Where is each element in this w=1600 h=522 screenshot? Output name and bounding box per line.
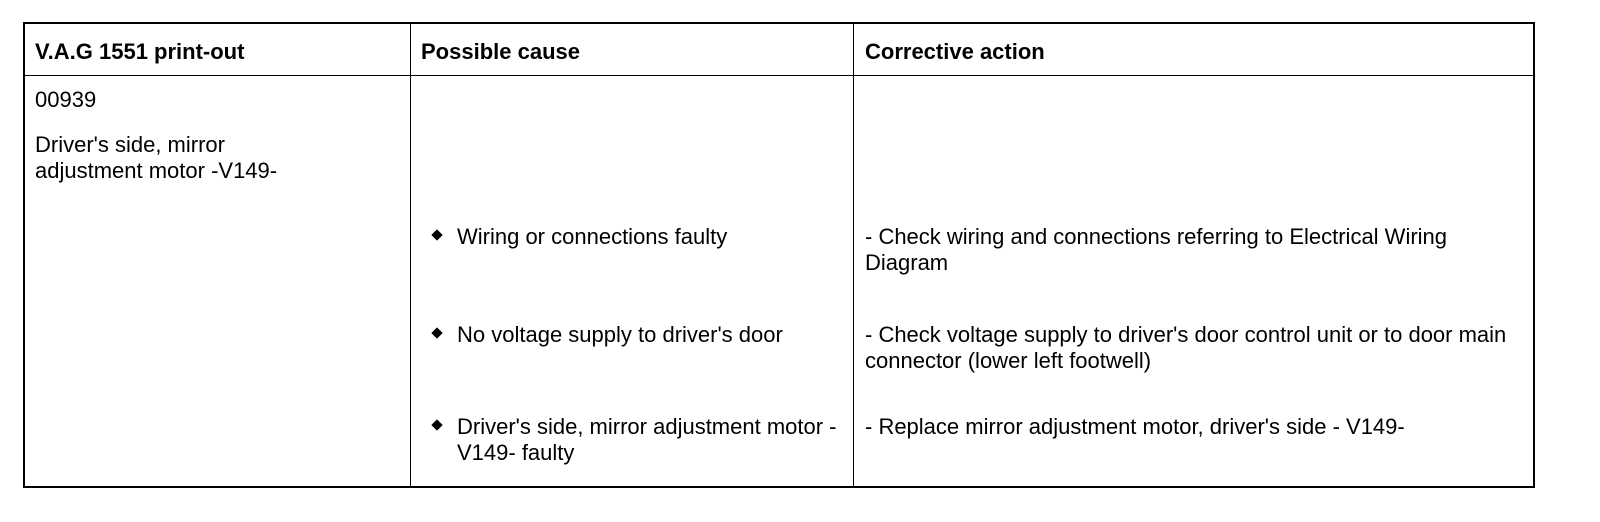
fault-table: V.A.G 1551 print-out Possible cause Corr… — [23, 22, 1535, 488]
cause-item: Driver's side, mirror adjustment motor -… — [457, 414, 837, 465]
header-printout: V.A.G 1551 print-out — [35, 39, 245, 64]
header-possible-cause: Possible cause — [421, 39, 580, 64]
column-divider — [853, 24, 854, 486]
action-item: - Check wiring and connections referring… — [865, 224, 1448, 275]
cause-item: No voltage supply to driver's door — [457, 322, 783, 347]
header-divider — [25, 75, 1533, 76]
action-item: - Replace mirror adjustment motor, drive… — [865, 414, 1405, 439]
diamond-bullet-icon — [431, 229, 443, 241]
header-corrective-action: Corrective action — [865, 39, 1045, 64]
diamond-bullet-icon — [431, 419, 443, 431]
cause-item: Wiring or connections faulty — [457, 224, 728, 249]
fault-description: Driver's side, mirror adjustment motor -… — [35, 132, 278, 183]
action-item: - Check voltage supply to driver's door … — [865, 322, 1507, 373]
column-divider — [410, 24, 411, 486]
diamond-bullet-icon — [431, 327, 443, 339]
fault-code: 00939 — [35, 87, 97, 112]
